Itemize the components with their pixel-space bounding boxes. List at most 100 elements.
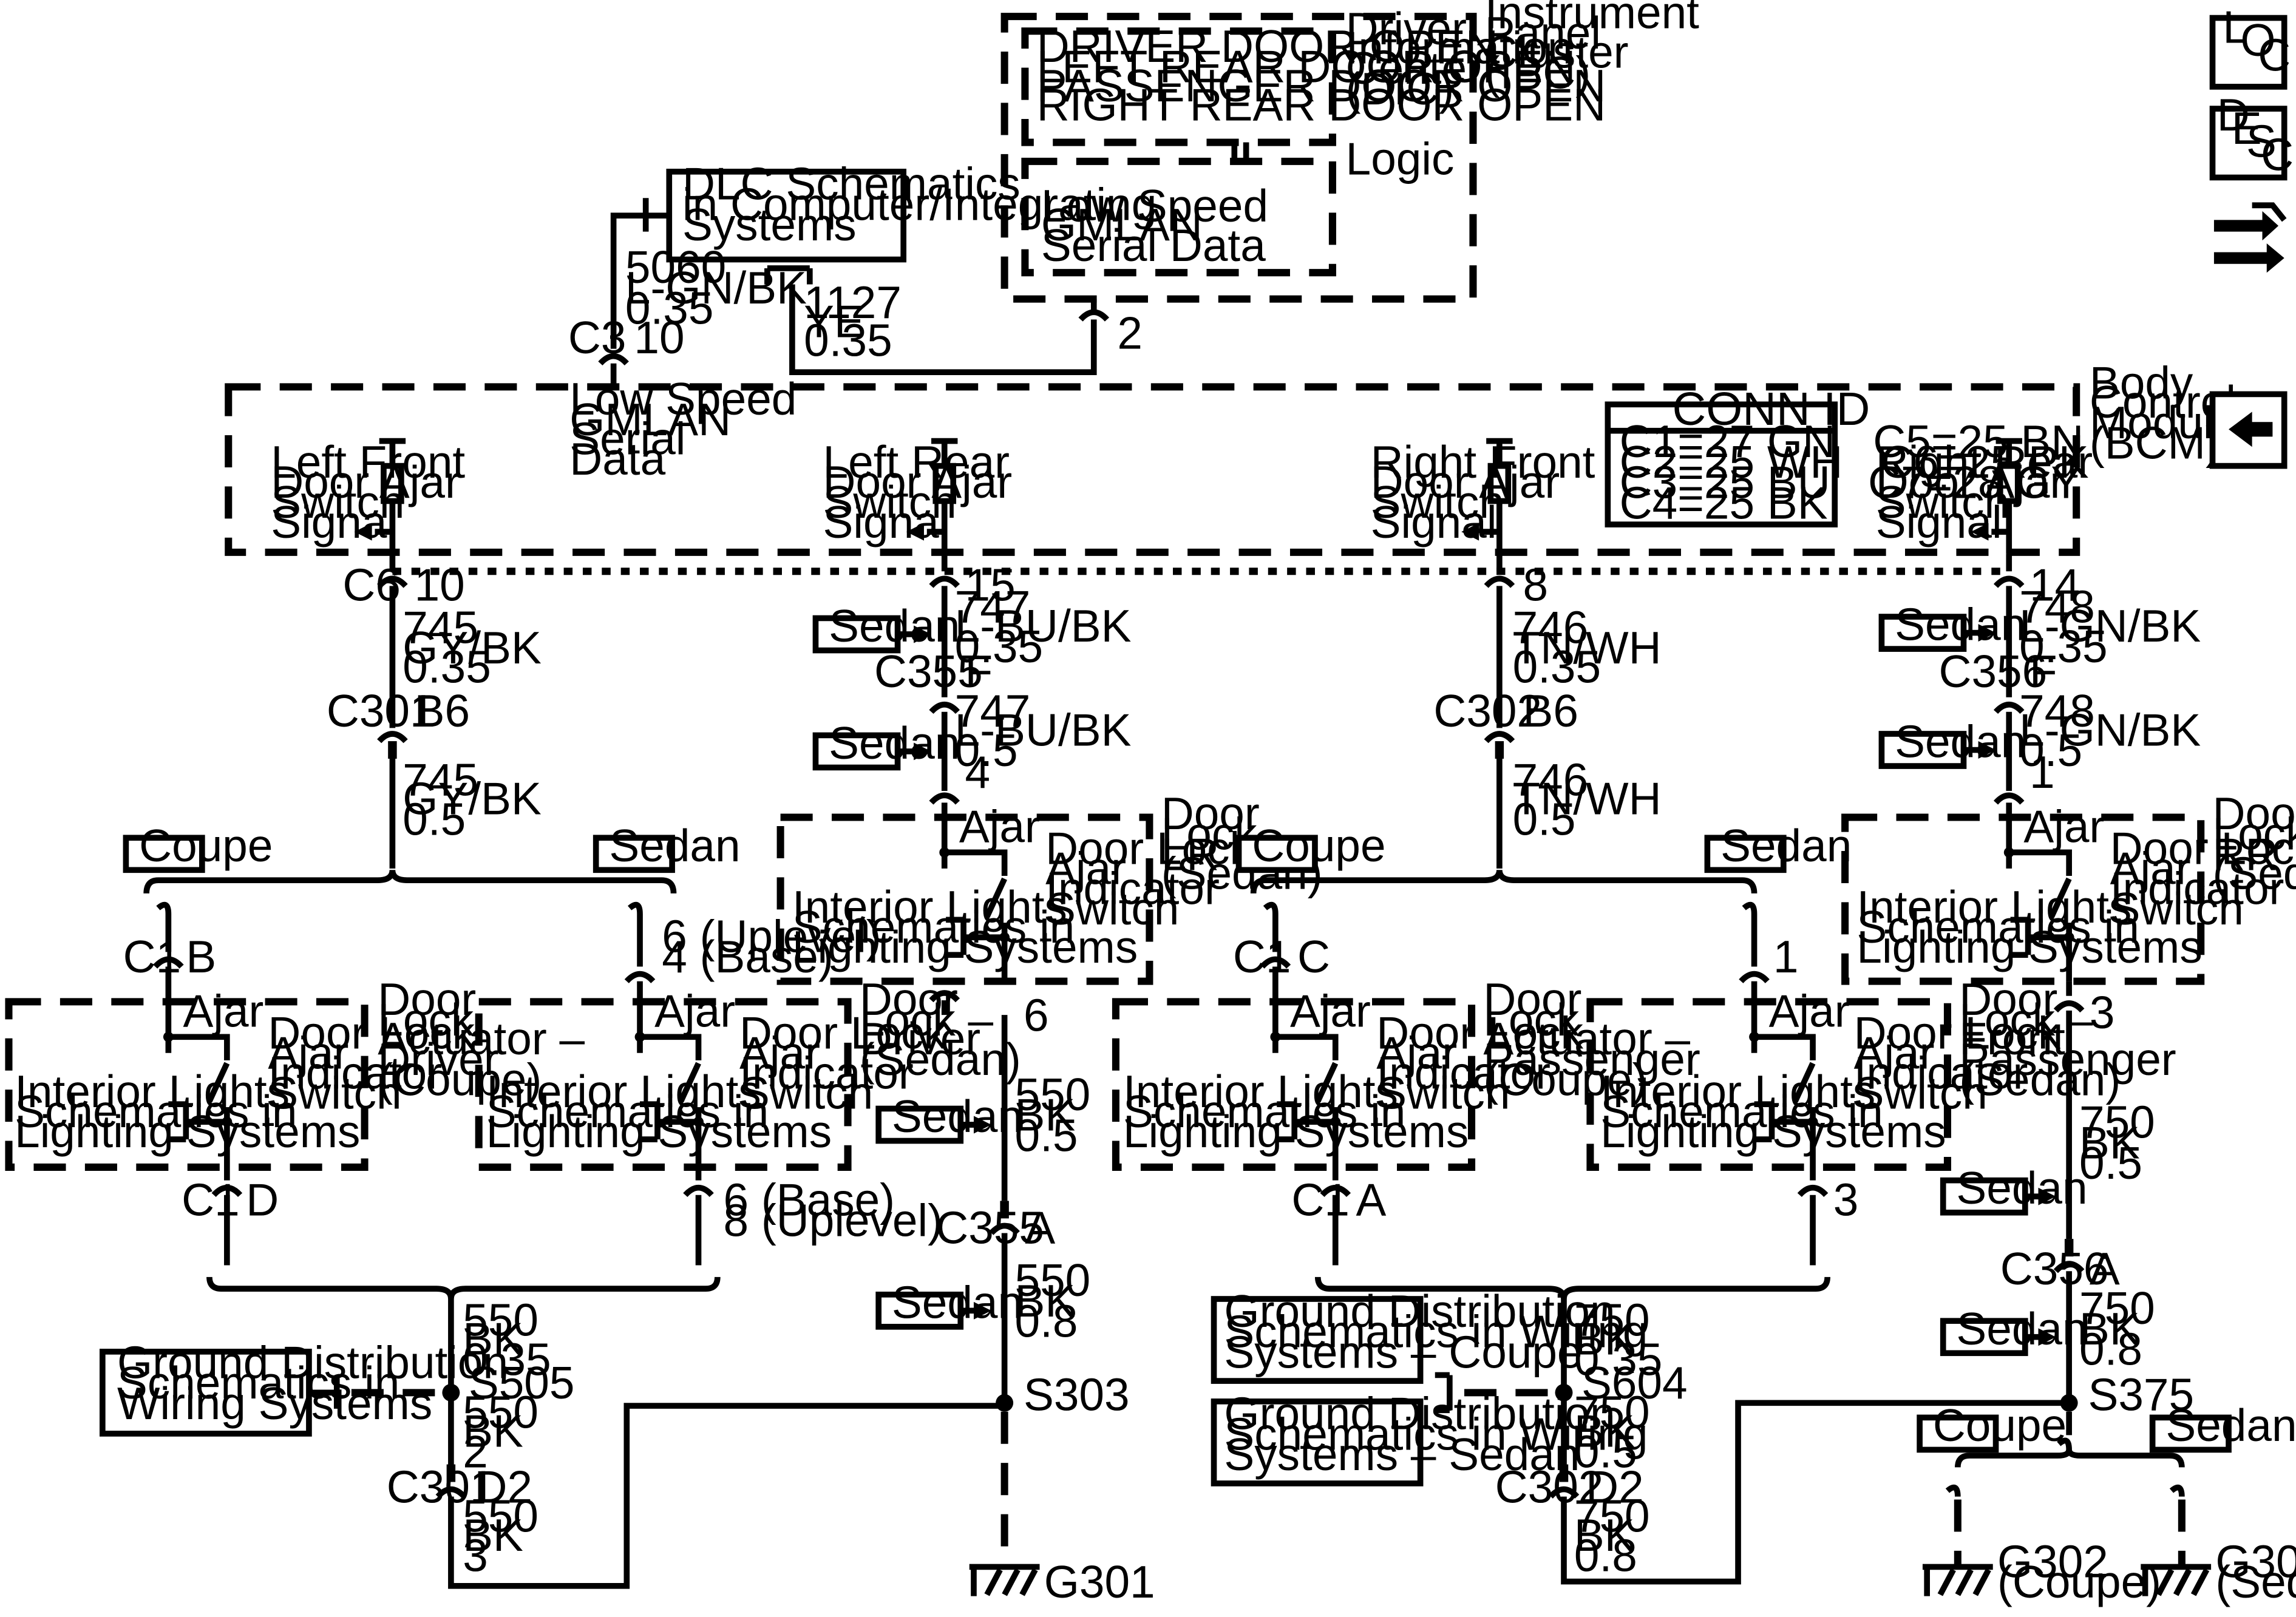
wire-747-num-2: 747 — [955, 685, 1031, 736]
coupe-tag-label: Coupe — [1933, 1400, 2067, 1451]
door-lock-switch-label: Indicator — [1045, 863, 1220, 914]
wire-550-size-2: 2 — [463, 1426, 488, 1477]
driver-circuits: C1 B Door Lock Actuator – Driver (Coupe)… — [5, 901, 1021, 1589]
coupe-tag[interactable]: Coupe — [123, 820, 273, 873]
interior-lights-label: Lighting Systems — [15, 1106, 360, 1157]
door-lock-switch-label: Door Lock — [2110, 823, 2296, 874]
wire-750-rr-color: BK — [2079, 1117, 2140, 1168]
resistor-icon — [381, 463, 404, 504]
ajar-label: Ajar — [1290, 985, 1371, 1036]
pass-c1b-connector: C1 — [1291, 1175, 1350, 1225]
sedan-tag[interactable]: Sedan — [593, 820, 741, 873]
svg-text:C: C — [2261, 129, 2294, 180]
sedan-tag[interactable]: Sedan — [1940, 1162, 2088, 1216]
bcm-signal-label: Left Rear — [823, 436, 1010, 487]
arrow-icon — [914, 625, 932, 643]
sedan-tag-label: Sedan — [1895, 599, 2026, 650]
signal-arrow-icon — [1461, 523, 1479, 541]
wire-746-num: 746 — [1513, 602, 1589, 653]
pass-c1-pin: C — [1297, 931, 1330, 982]
dlc-text-3: Systems — [682, 199, 857, 250]
pass-sedan-label-1: Door — [1959, 974, 2057, 1025]
sedan-tag[interactable]: Sedan — [812, 600, 960, 654]
door-lock-switch-label: Ajar — [1854, 1028, 1935, 1079]
sedan-tag[interactable]: Sedan — [875, 1276, 1023, 1330]
back-arrow-icon[interactable] — [2209, 391, 2288, 469]
wire-748-size: 0.35 — [2019, 621, 2108, 672]
bcm-module: Low Speed GMLAN Serial Data Body Control… — [225, 358, 2238, 556]
rr-ground-path: 3 750 BK 0.5 C356 A 750 BK 0.8 S375 G302… — [1922, 981, 2296, 1607]
door-lock-switch-label: Door Lock — [1376, 1008, 1583, 1059]
coupe-tag[interactable]: Coupe — [1235, 820, 1386, 873]
conn-id-row-4: C4=25 BK — [1620, 477, 1828, 528]
sedan-tag[interactable]: Sedan — [1704, 820, 1852, 873]
arrow-icon — [1978, 624, 1996, 642]
desc-icon[interactable]: D E S C — [2209, 89, 2294, 181]
pass-sedan-label-3: Front — [1959, 1013, 2065, 1064]
ground-box-text-2: Schematics in — [117, 1357, 399, 1408]
door-lock-switch-label: Door Lock — [1045, 823, 1252, 874]
door-lock-switch-label: Ajar — [268, 1028, 348, 1079]
dic-label-1: Driver — [1346, 3, 1467, 54]
conn-id-title: CONN ID — [1672, 383, 1870, 435]
sedan-tag[interactable]: Sedan — [812, 717, 960, 771]
arrow-icon — [914, 742, 932, 761]
sedan-tag[interactable]: Sedan — [1940, 1303, 2088, 1357]
driver-c1b-connector: C1 — [182, 1175, 240, 1225]
wire-747-color-2: L-BU/BK — [955, 704, 1132, 755]
ipc-label-2: Panel — [1485, 7, 1601, 58]
dlc-text-1: DLC Schematics — [682, 158, 1021, 209]
ground-distribution-sedan-box[interactable] — [1211, 1398, 1424, 1486]
dlc-reference[interactable]: DLC Schematics in Computer/Integrating S… — [568, 158, 1156, 387]
bcm-signal-label: Left Front — [271, 436, 465, 487]
bcm-gmlan-1: Low Speed — [569, 373, 796, 424]
rr-module-label-3: RR — [2213, 829, 2278, 880]
wire-748-size-2: 0.5 — [2019, 725, 2082, 776]
pass-c1b-pin: A — [1356, 1175, 1387, 1225]
bcm-signal-label: Switch — [823, 476, 957, 527]
sedan-tag[interactable]: Sedan — [2149, 1400, 2296, 1453]
signal-arrow-icon — [906, 523, 924, 541]
loc-icon[interactable]: L O C — [2209, 2, 2291, 90]
wire-750-num-3: 750 — [1574, 1491, 1650, 1542]
driver-sedan-label-1: Door — [860, 974, 958, 1025]
signal-arrow-icon — [1971, 523, 1989, 541]
interior-lights-label: Schematics in — [1856, 901, 2139, 952]
wire-550-size-3: 3 — [463, 1530, 488, 1581]
bcm-signal-label: Right Rear — [1876, 436, 2093, 487]
gd-coupe-text-2: Schematics in Wiring — [1224, 1306, 1648, 1357]
coupe-tag[interactable]: Coupe — [1917, 1400, 2067, 1453]
interior-lights-label: Schematics in — [1600, 1086, 1883, 1137]
dic-label-3: Center — [1346, 42, 1482, 93]
sedan-tag[interactable]: Sedan — [1878, 716, 2026, 769]
interior-lights-label: Lighting Systems — [792, 921, 1138, 972]
sedan-tag[interactable]: Sedan — [1878, 599, 2026, 652]
svg-text:E: E — [2232, 103, 2262, 154]
ipc-label-1: Instrument — [1485, 0, 1699, 38]
wire-750-color: BK — [1574, 1314, 1635, 1364]
bcm-signal-label: Right Front — [1371, 436, 1595, 487]
wire-1127-color: YE — [804, 296, 864, 347]
c3-connector: C3 — [568, 312, 627, 363]
sedan-tag[interactable]: Sedan — [875, 1091, 1023, 1144]
sedan-tag-label: Sedan — [609, 820, 740, 871]
bcm-signal-label: Switch — [1371, 476, 1504, 527]
driver-c1-connector: C1 — [123, 931, 182, 982]
wire-550-lr-num-2: 550 — [1015, 1255, 1091, 1306]
g302-sedan-label-2: (Sedan) — [2215, 1556, 2296, 1607]
wire-5060-size: 0.35 — [625, 283, 714, 334]
wire-550-color-3: BK — [463, 1510, 523, 1561]
rr-pin-3: 3 — [2090, 987, 2115, 1038]
driver-actuator-label-1: Door — [378, 974, 476, 1025]
interior-lights-label: Interior Lights — [1856, 881, 2131, 932]
wire-747-size: 0.35 — [955, 621, 1044, 672]
bcm-signal-label: Switch — [1876, 476, 2009, 527]
ground-distribution-coupe-box[interactable] — [1211, 1296, 1424, 1384]
sedan-tag-label: Sedan — [1895, 716, 2026, 767]
connector-tool-icon[interactable] — [2213, 202, 2287, 273]
